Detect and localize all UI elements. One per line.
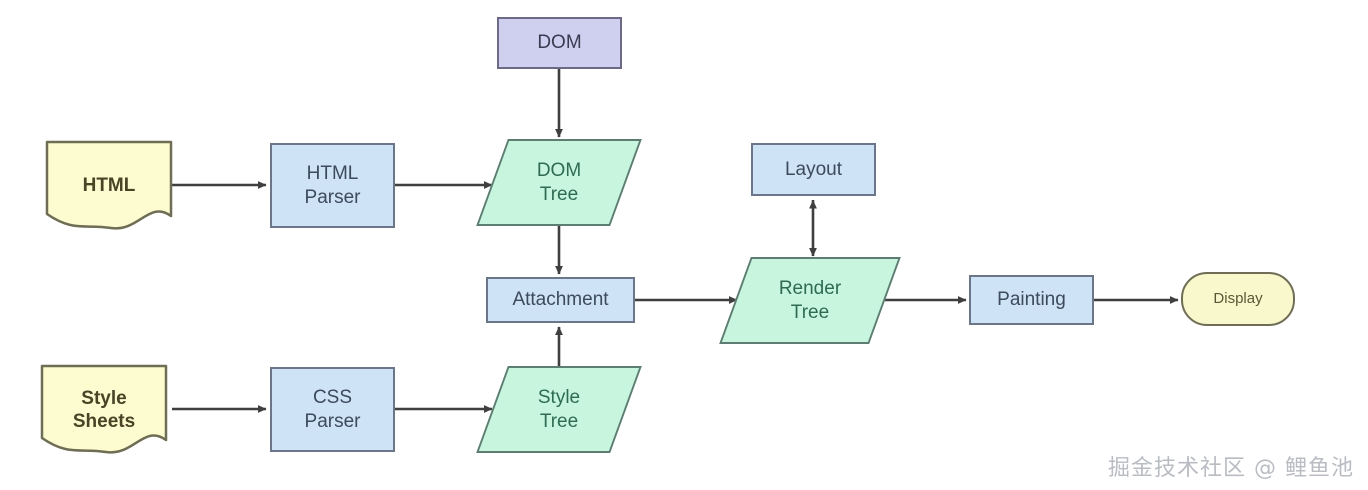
node-display[interactable]: Display — [1181, 272, 1295, 326]
node-html-parser-label: HTML Parser — [304, 163, 361, 208]
node-html-parser[interactable]: HTML Parser — [270, 143, 395, 228]
node-dom-label: DOM — [537, 32, 582, 54]
node-display-label: Display — [1213, 289, 1263, 307]
node-css-parser-label: CSS Parser — [304, 387, 361, 432]
node-style-tree-label: Style Tree — [537, 387, 581, 432]
node-attachment-label: Attachment — [512, 289, 609, 311]
node-dom-tree-label: DOM Tree — [536, 160, 582, 205]
node-render-tree-label: Render Tree — [778, 278, 842, 323]
watermark-text: 掘金技术社区 @ 鲤鱼池 — [1108, 456, 1354, 481]
node-painting[interactable]: Painting — [969, 275, 1094, 325]
document-shape-icon — [45, 140, 173, 230]
node-style-sheets-label: Style Sheets — [72, 387, 136, 432]
node-layout[interactable]: Layout — [751, 143, 876, 196]
node-dom-tree[interactable]: DOM Tree — [476, 139, 642, 226]
node-painting-label: Painting — [997, 289, 1066, 311]
node-html[interactable]: HTML — [45, 140, 173, 232]
node-attachment[interactable]: Attachment — [486, 277, 635, 323]
node-render-tree[interactable]: Render Tree — [719, 257, 901, 344]
node-css-parser[interactable]: CSS Parser — [270, 367, 395, 452]
node-style-sheets[interactable]: Style Sheets — [40, 364, 168, 456]
node-layout-label: Layout — [784, 158, 843, 180]
document-shape-icon — [40, 364, 168, 454]
node-style-tree[interactable]: Style Tree — [476, 366, 642, 453]
node-html-label: HTML — [82, 175, 136, 197]
node-dom[interactable]: DOM — [497, 17, 622, 69]
